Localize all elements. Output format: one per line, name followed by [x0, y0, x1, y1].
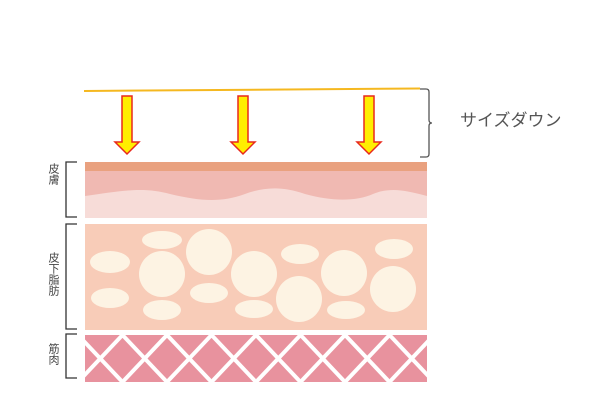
down-arrow-icon: [113, 95, 141, 156]
layer-brackets: [65, 161, 77, 379]
skin-layer: [85, 162, 427, 218]
size-down-brace: [420, 88, 433, 158]
skin-surface-line: [83, 87, 421, 92]
down-arrow-icon: [229, 95, 257, 156]
skin-label: 皮膚: [47, 163, 60, 185]
muscle-label: 筋肉: [47, 343, 60, 365]
down-arrows: [113, 95, 383, 156]
subcutaneous-fat-label: 皮下脂肪: [47, 252, 60, 296]
down-arrow-icon: [355, 95, 383, 156]
size-down-label: サイズダウン: [460, 111, 562, 131]
fat-cells: [90, 229, 416, 322]
muscle-layer: [85, 335, 427, 382]
subcutaneous-fat-layer: [85, 224, 427, 330]
